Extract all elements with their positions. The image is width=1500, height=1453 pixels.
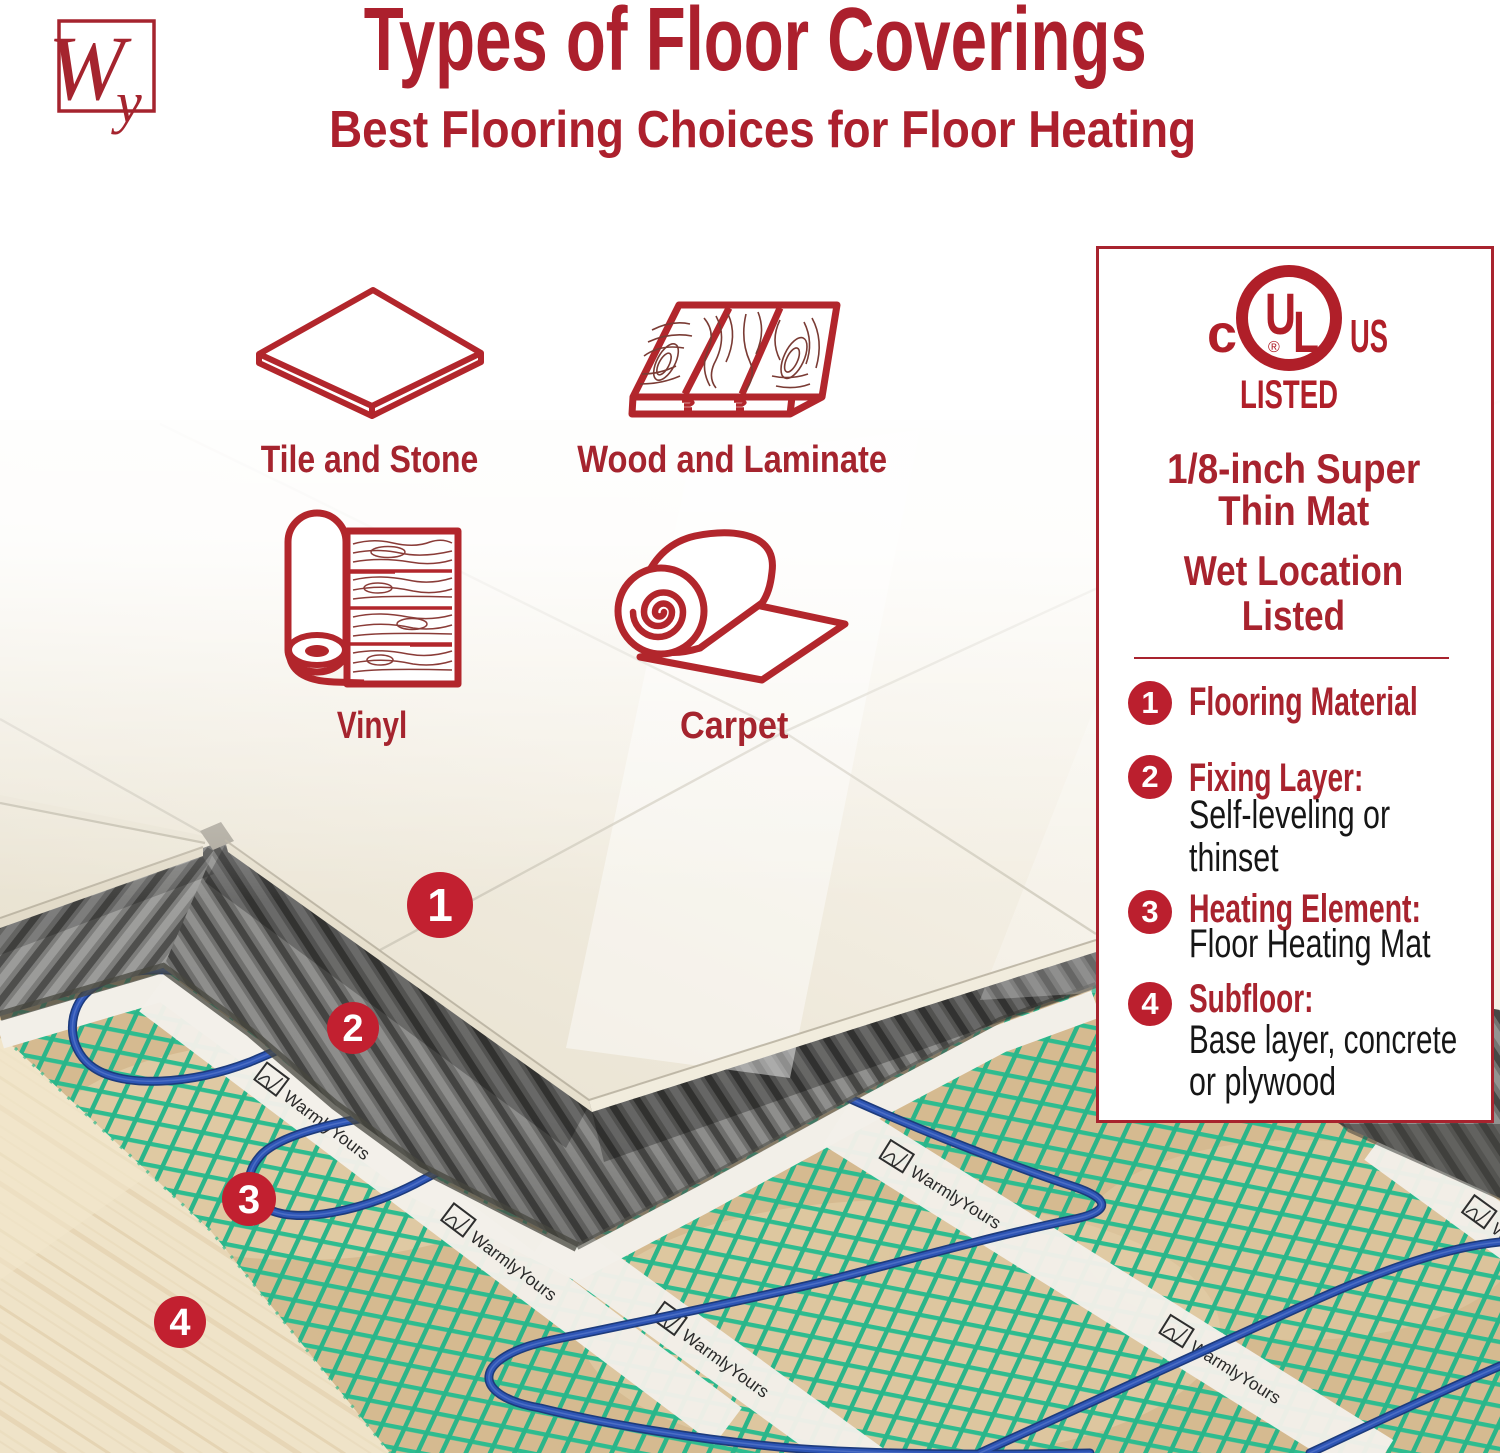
svg-text:2: 2 bbox=[342, 1008, 363, 1050]
svg-text:LISTED: LISTED bbox=[1240, 373, 1338, 417]
svg-text:®: ® bbox=[1268, 339, 1280, 356]
svg-text:1: 1 bbox=[427, 879, 453, 931]
svg-text:4: 4 bbox=[169, 1302, 190, 1344]
svg-text:US: US bbox=[1350, 310, 1388, 362]
svg-text:W: W bbox=[48, 17, 132, 119]
svg-text:L: L bbox=[1293, 300, 1319, 365]
svg-text:U: U bbox=[1265, 282, 1296, 347]
svg-text:3: 3 bbox=[238, 1178, 260, 1222]
svg-text:y: y bbox=[111, 70, 142, 135]
svg-text:c: c bbox=[1207, 304, 1237, 364]
